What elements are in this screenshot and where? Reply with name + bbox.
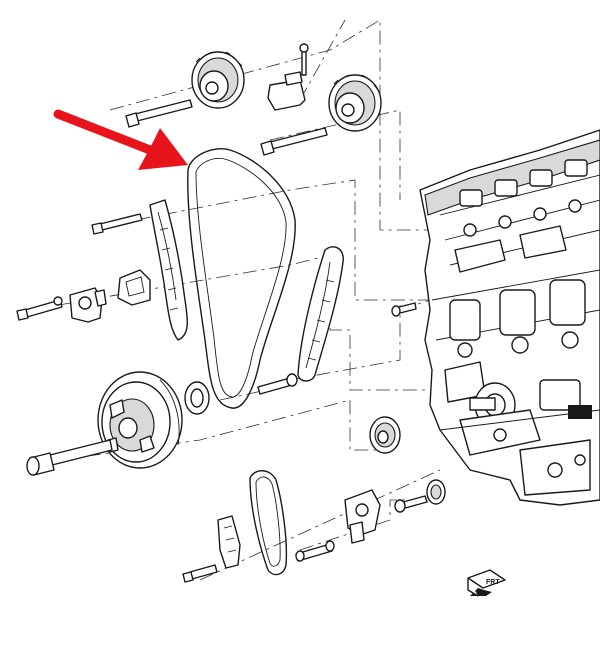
red-arrow-icon [53, 109, 188, 170]
exhaust-cam-sprocket [328, 74, 382, 132]
guide-bolt-lower [257, 373, 298, 395]
chain-tensioner [69, 287, 107, 323]
oil-pump-guide-bolt [182, 564, 218, 583]
oil-pump-tensioner-bolt [295, 540, 335, 562]
balancer-bolt [26, 439, 113, 476]
oil-pump-sprocket-bolt [394, 495, 428, 513]
engine-block [419, 129, 600, 506]
cam-sprocket-bolt-left [125, 99, 193, 128]
oil-pump-chain [249, 470, 288, 576]
timing-chain [187, 148, 296, 409]
tensioner-gasket [117, 269, 151, 306]
oil-pump-chain-guide [217, 515, 241, 569]
guide-stud-right [391, 302, 417, 317]
crankshaft-sprocket [369, 416, 401, 454]
guide-bolt-upper-left [91, 213, 143, 235]
intake-cam-sprocket [191, 51, 245, 109]
tensioner-bolt [16, 296, 63, 321]
chain-tensioner-guide [149, 199, 188, 341]
oil-pump-tensioner [344, 489, 381, 544]
oil-pump-sprocket [426, 479, 446, 505]
crankshaft-balancer [97, 371, 183, 469]
cam-sprocket-bolt-right [260, 127, 328, 156]
crankshaft-seal [184, 381, 210, 415]
fixed-chain-guide [297, 246, 344, 382]
frt-label: FRT [486, 579, 500, 586]
chain-guide-bracket [267, 43, 309, 111]
front-arrow-icon: FRT [467, 569, 506, 597]
